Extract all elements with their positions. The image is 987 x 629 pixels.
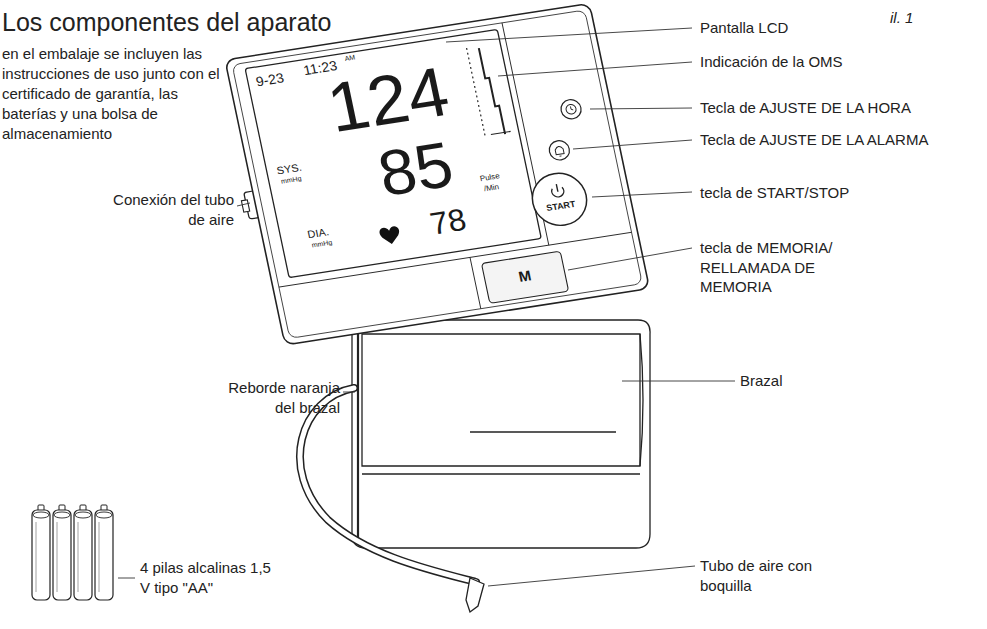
part-label: tecla de MEMORIA/ RELLAMADA DE MEMORIA bbox=[700, 238, 890, 297]
lcd-pulse: 78 bbox=[427, 204, 468, 240]
part-label: Indicación de la OMS bbox=[700, 52, 843, 72]
battery bbox=[74, 505, 92, 600]
lcd-unit: Pulse bbox=[479, 172, 500, 183]
page-title: Los componentes del aparato bbox=[2, 6, 331, 39]
button-text: START bbox=[540, 199, 581, 214]
part-label: Pantalla LCD bbox=[700, 18, 788, 38]
air-tube bbox=[300, 388, 484, 612]
lcd-systolic: 124 bbox=[322, 56, 455, 143]
leader-lines bbox=[118, 28, 735, 586]
lcd-unit: mmHg bbox=[311, 239, 333, 249]
batteries bbox=[32, 505, 113, 600]
lcd-unit: /Min bbox=[483, 183, 499, 193]
part-label: Tubo de aire con boquilla bbox=[700, 556, 850, 595]
lcd-date: 9-23 bbox=[255, 71, 285, 89]
lcd-am: AM bbox=[344, 54, 356, 62]
cuff bbox=[352, 320, 650, 548]
part-label: Conexión del tubo de aire bbox=[112, 190, 234, 229]
battery bbox=[95, 505, 113, 600]
part-label: Brazal bbox=[740, 371, 783, 391]
part-label: Tecla de AJUSTE DE LA ALARMA bbox=[700, 130, 928, 150]
package-note: en el embalaje se incluyen las instrucci… bbox=[2, 44, 227, 144]
part-label: tecla de START/STOP bbox=[700, 183, 849, 203]
part-label: Tecla de AJUSTE DE LA HORA bbox=[700, 98, 911, 118]
lcd-unit: mmHg bbox=[280, 175, 302, 185]
lcd-diastolic: 85 bbox=[373, 132, 459, 206]
monitor-face: 9-2311:23AM1248578SYS.mmHgDIA.mmHgPulse/… bbox=[225, 3, 649, 345]
figure-number: il. 1 bbox=[890, 8, 913, 28]
button-text: M bbox=[484, 263, 566, 289]
lcd-unit: DIA. bbox=[307, 227, 330, 241]
battery bbox=[32, 505, 50, 600]
battery bbox=[53, 505, 71, 600]
monitor-housing bbox=[212, 3, 649, 347]
lcd-unit: SYS. bbox=[276, 162, 303, 176]
part-label: 4 pilas alcalinas 1,5 V tipo "AA" bbox=[140, 558, 275, 597]
part-label: Reborde naranja del brazal bbox=[208, 378, 340, 417]
